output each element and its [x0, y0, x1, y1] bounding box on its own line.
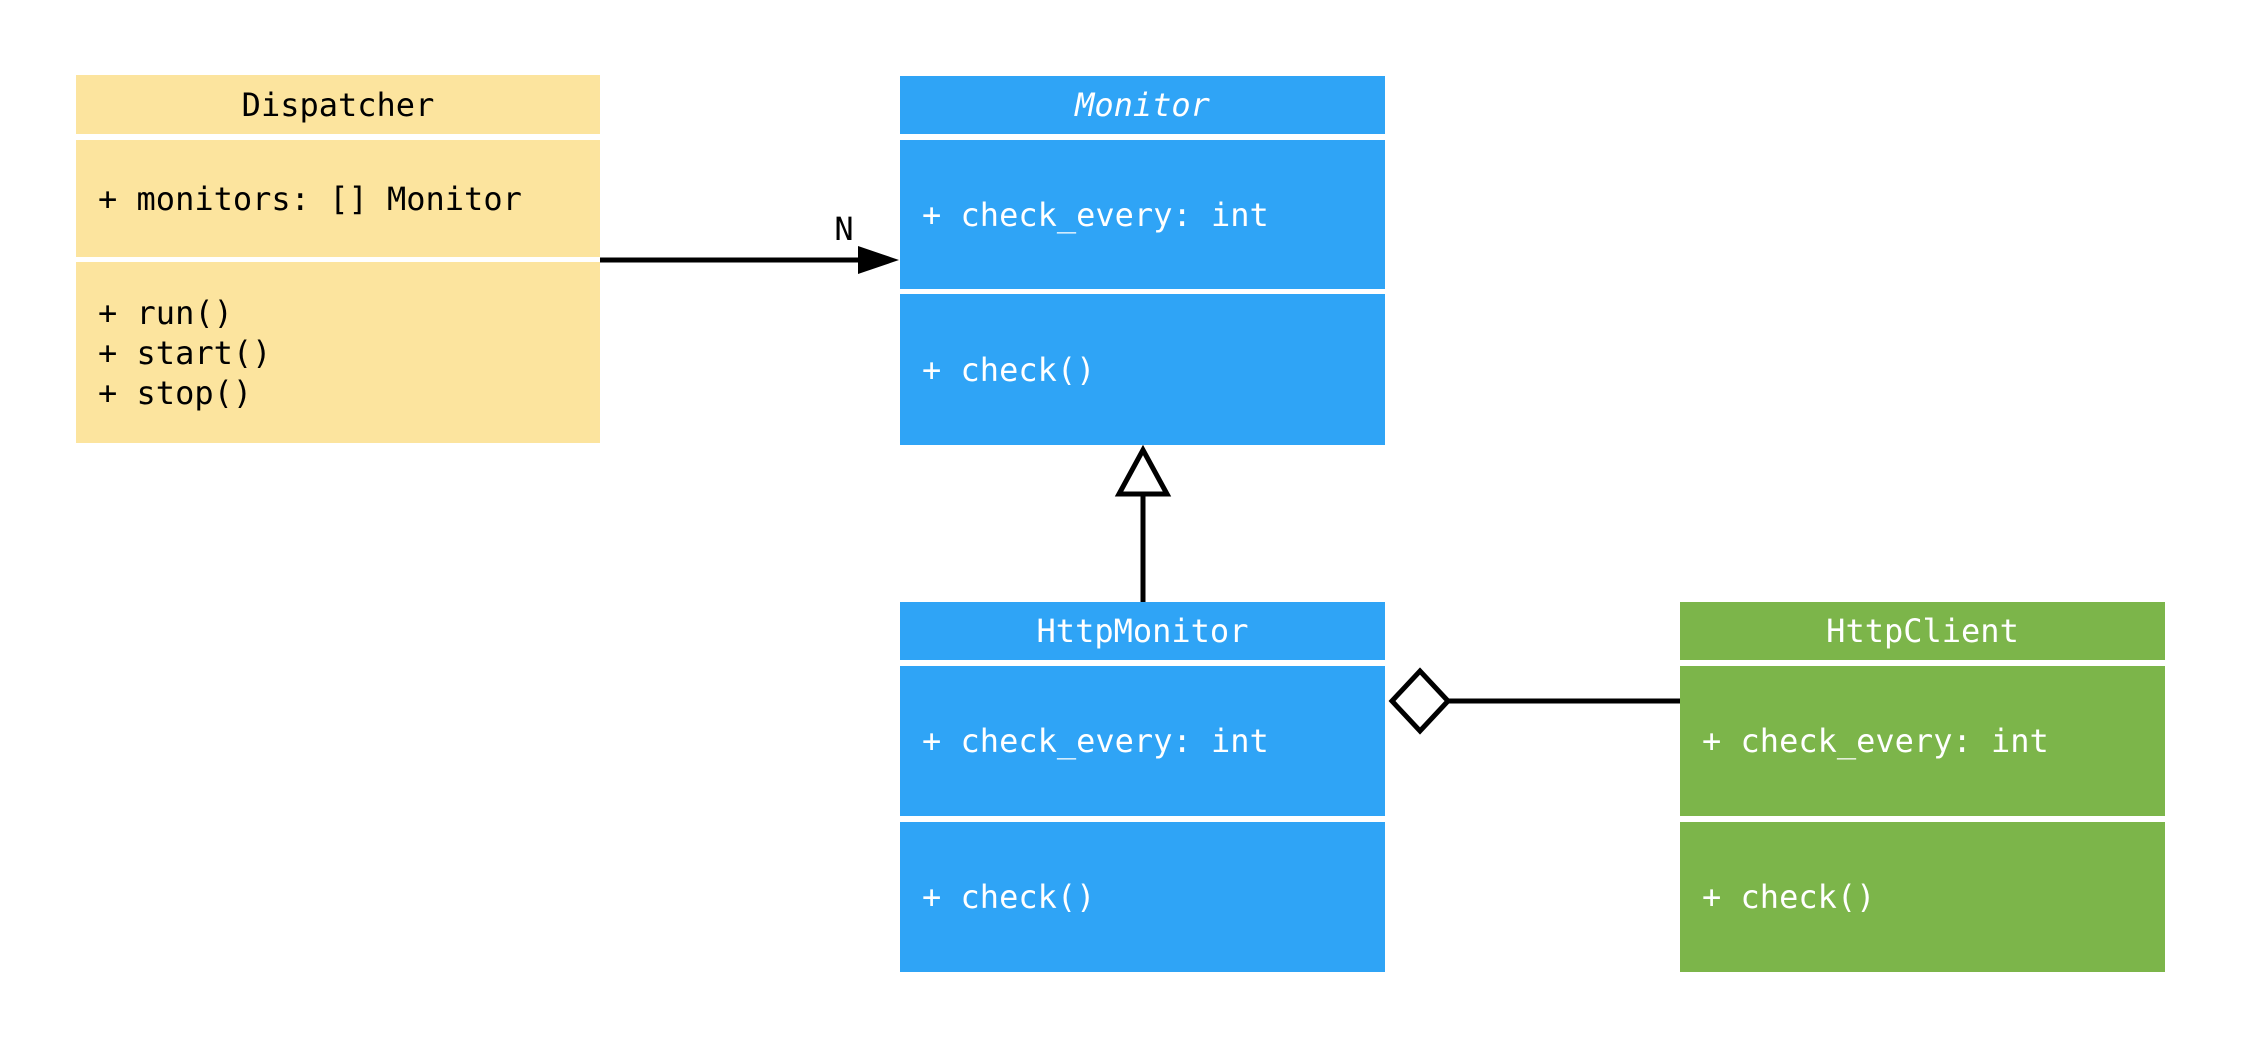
- association-arrowhead-icon: [858, 246, 899, 274]
- class-title: Dispatcher: [76, 75, 600, 134]
- class-box-httpmonitor: HttpMonitor + check_every: int + check(): [900, 602, 1385, 972]
- class-title: HttpClient: [1680, 602, 2165, 660]
- methods-compartment: + check(): [1680, 822, 2165, 972]
- attributes-compartment: + monitors: [] Monitor: [76, 140, 600, 257]
- attribute-item: + check_every: int: [922, 195, 1269, 234]
- methods-compartment: + check(): [900, 294, 1385, 445]
- attributes-compartment: + check_every: int: [900, 666, 1385, 816]
- method-item: + start(): [98, 333, 272, 372]
- class-title: Monitor: [900, 76, 1385, 134]
- methods-compartment: + check(): [900, 822, 1385, 972]
- inheritance-triangle-icon: [1114, 444, 1172, 497]
- method-item: + check(): [922, 878, 1096, 916]
- method-item: + run(): [98, 293, 233, 332]
- class-box-monitor: Monitor + check_every: int + check(): [900, 76, 1385, 445]
- method-item: + stop(): [98, 373, 253, 412]
- attribute-item: + check_every: int: [922, 722, 1269, 760]
- association-multiplicity-label: N: [834, 210, 854, 248]
- aggregation-diamond-icon: [1388, 667, 1452, 735]
- class-box-dispatcher: Dispatcher + monitors: [] Monitor + run(…: [76, 75, 600, 443]
- class-title: HttpMonitor: [900, 602, 1385, 660]
- methods-compartment: + run() + start() + stop(): [76, 262, 600, 443]
- attribute-item: + check_every: int: [1702, 722, 2049, 760]
- attributes-compartment: + check_every: int: [1680, 666, 2165, 816]
- attributes-compartment: + check_every: int: [900, 140, 1385, 289]
- method-item: + check(): [1702, 878, 1876, 916]
- method-item: + check(): [922, 350, 1096, 389]
- attribute-item: + monitors: [] Monitor: [98, 179, 522, 218]
- class-box-httpclient: HttpClient + check_every: int + check(): [1680, 602, 2165, 972]
